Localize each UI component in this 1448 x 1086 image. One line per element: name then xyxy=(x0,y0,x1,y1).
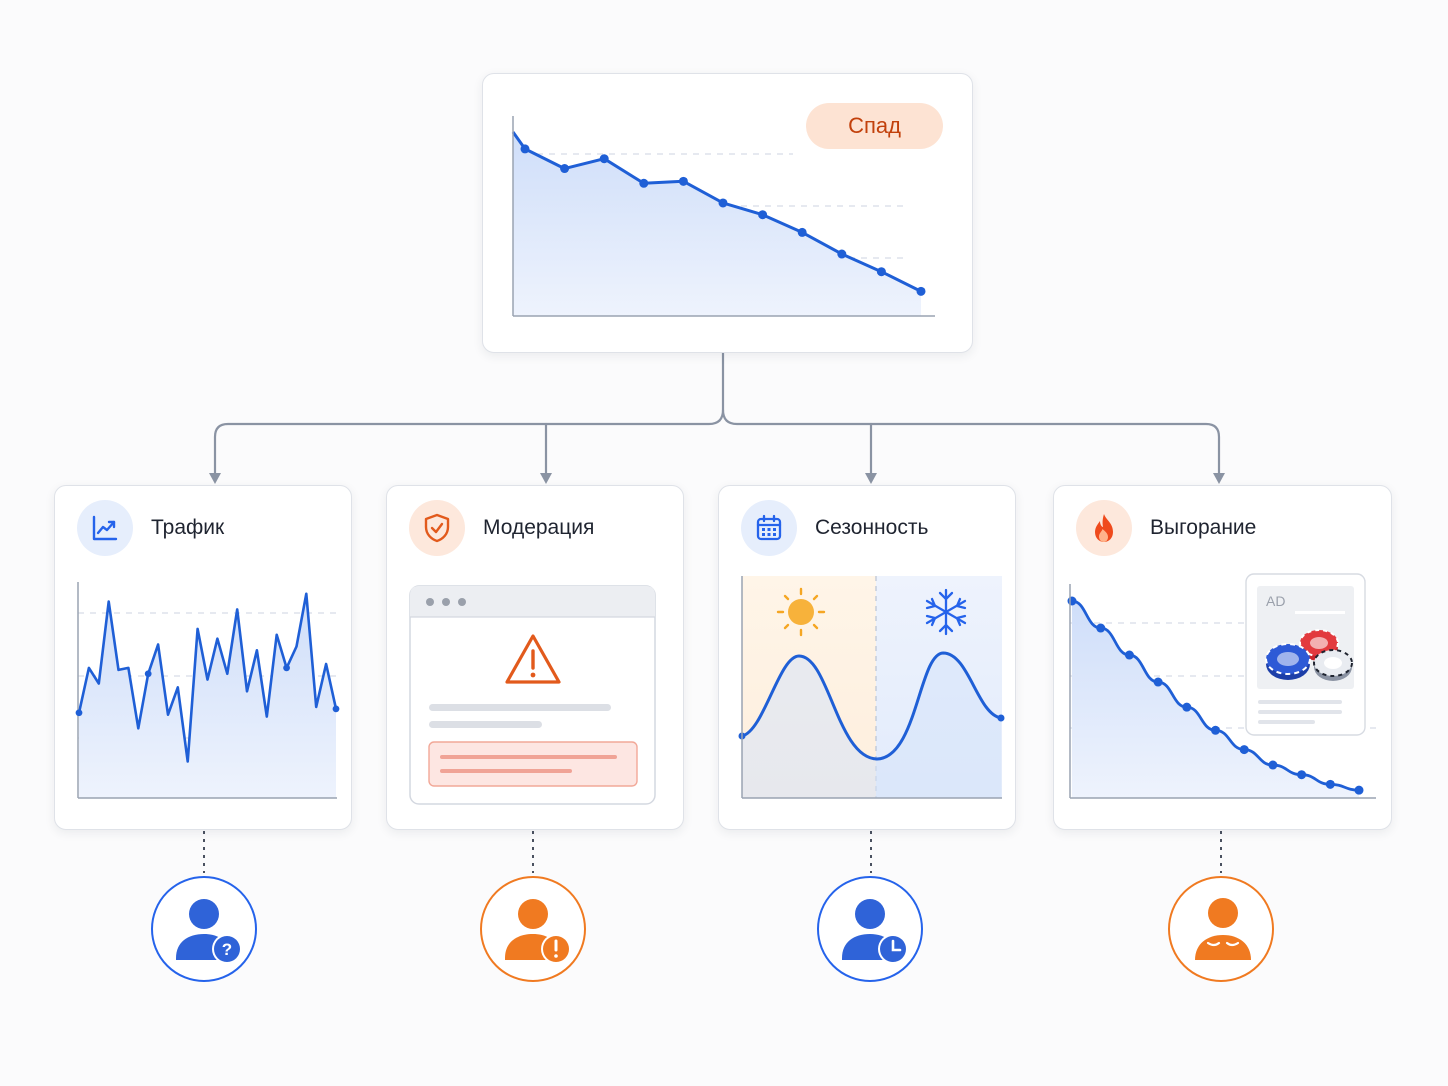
burnout-point-7 xyxy=(1268,760,1278,770)
user-clock-avatar xyxy=(817,876,923,982)
moderation-browser-illustration xyxy=(409,585,656,805)
user-question-avatar: ? xyxy=(151,876,257,982)
sun-icon xyxy=(776,587,826,637)
traffic-line xyxy=(77,592,338,763)
calendar-icon xyxy=(741,500,797,556)
decline-card: Спад xyxy=(482,73,973,353)
chart-line-icon xyxy=(77,500,133,556)
snowflake-icon xyxy=(925,588,967,636)
card-title-moderation: Модерация xyxy=(483,516,595,539)
decline-chart xyxy=(511,116,935,317)
decline-point-5 xyxy=(718,198,728,208)
shield-check-icon xyxy=(409,500,465,556)
burnout-point-2 xyxy=(1124,650,1134,660)
traffic-chart xyxy=(75,582,340,799)
decline-point-8 xyxy=(837,249,847,259)
user-tired-avatar xyxy=(1168,876,1274,982)
clock-icon xyxy=(891,939,902,952)
closed-eyes-icon xyxy=(1206,941,1240,947)
decline-line xyxy=(511,131,922,293)
decline-point-1 xyxy=(560,164,570,174)
decline-point-4 xyxy=(678,176,688,186)
burnout-point-4 xyxy=(1182,702,1192,712)
traffic-point-1 xyxy=(144,670,152,678)
burnout-card: Выгорание AD xyxy=(1053,485,1392,830)
question-mark-icon: ? xyxy=(222,940,232,959)
traffic-point-3 xyxy=(332,705,340,713)
traffic-area xyxy=(79,593,336,798)
traffic-card: Трафик xyxy=(54,485,352,830)
seasonality-card: Сезонность xyxy=(718,485,1016,830)
traffic-point-2 xyxy=(283,664,290,672)
burnout-point-9 xyxy=(1325,779,1335,789)
moderation-card: Модерация xyxy=(386,485,684,830)
seasonality-chart xyxy=(738,576,1005,799)
flame-icon xyxy=(1076,500,1132,556)
traffic-point-0 xyxy=(75,709,83,717)
burnout-area xyxy=(1072,601,1359,798)
ad-card-illustration xyxy=(1245,573,1366,736)
user-alert-avatar xyxy=(480,876,586,982)
burnout-point-3 xyxy=(1153,677,1163,687)
decline-point-3 xyxy=(639,178,649,188)
warning-icon xyxy=(505,634,561,684)
decline-point-0 xyxy=(520,144,530,154)
decline-point-7 xyxy=(797,227,807,237)
card-title-seasonality: Сезонность xyxy=(815,516,929,539)
decline-point-10 xyxy=(916,286,926,296)
ad-label: AD xyxy=(1266,593,1285,609)
burnout-point-1 xyxy=(1096,623,1106,633)
burnout-point-10 xyxy=(1354,785,1364,795)
burnout-point-6 xyxy=(1239,745,1249,755)
burnout-point-5 xyxy=(1211,725,1220,735)
burnout-point-8 xyxy=(1297,770,1307,780)
card-title-burnout: Выгорание xyxy=(1150,516,1257,539)
burnout-point-0 xyxy=(1067,596,1077,606)
card-title-traffic: Трафик xyxy=(151,516,225,539)
decline-point-2 xyxy=(599,154,609,164)
decline-badge: Спад xyxy=(806,103,943,149)
decline-area xyxy=(513,132,921,316)
decline-point-9 xyxy=(876,267,886,277)
burnout-chart: AD xyxy=(1067,573,1376,799)
decline-point-6 xyxy=(758,210,768,220)
